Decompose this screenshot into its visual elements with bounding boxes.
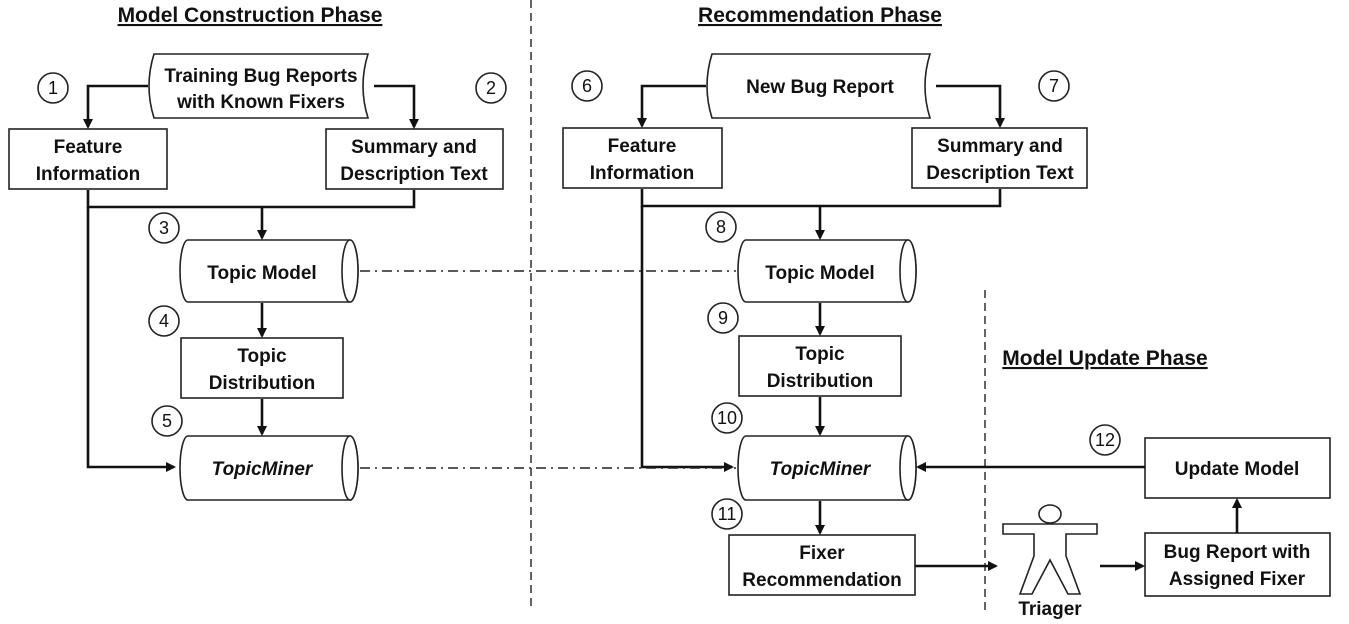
topic-distribution-label-1: Topic (237, 346, 287, 367)
fixer-recommendation-label-2: Recommendation (742, 570, 901, 591)
summary-description-node-left: Summary and Description Text (325, 128, 504, 190)
step-8-badge: 8 (705, 211, 737, 243)
feature-information-node-left: Feature Information (8, 128, 168, 190)
triager-icon: Triager (1002, 504, 1098, 620)
edge-newbug-to-feature (637, 84, 706, 128)
fixer-recommendation-label-1: Fixer (799, 543, 845, 564)
training-bug-reports-label-1: Training Bug Reports (164, 66, 357, 87)
step-3-badge: 3 (148, 212, 180, 244)
step-6-badge: 6 (571, 70, 603, 102)
edge-training-to-summary (374, 84, 419, 129)
summary-description-label-1: Summary and (351, 137, 477, 158)
feature-information-label-1: Feature (608, 136, 677, 157)
step-10-label: 10 (717, 408, 737, 428)
edge-feature-to-topicminer-left (86, 207, 176, 472)
step-5-label: 5 (162, 411, 172, 431)
step-2-badge: 2 (475, 72, 507, 104)
summary-description-node-right: Summary and Description Text (911, 127, 1088, 189)
construction-phase-title: Model Construction Phase (118, 4, 383, 27)
new-bug-report-label: New Bug Report (746, 77, 894, 98)
step-6-label: 6 (582, 76, 592, 96)
topic-model-label: Topic Model (207, 263, 316, 284)
summary-description-label-2: Description Text (926, 163, 1074, 184)
edge-newbug-to-summary (936, 84, 1005, 128)
topic-model-node-right: Topic Model (737, 239, 917, 303)
edge-merge-recommendation (640, 189, 1002, 208)
topic-model-label: Topic Model (765, 263, 874, 284)
topic-distribution-label-2: Distribution (767, 371, 874, 392)
fixer-recommendation-node: Fixer Recommendation (728, 534, 916, 596)
summary-description-label-1: Summary and (937, 136, 1063, 157)
topicminer-label: TopicMiner (212, 459, 314, 480)
step-3-label: 3 (159, 218, 169, 238)
triager-label: Triager (1018, 599, 1082, 620)
step-11-badge: 11 (711, 498, 743, 530)
summary-description-label-2: Description Text (340, 164, 488, 185)
topicminer-label: TopicMiner (770, 459, 872, 480)
step-9-badge: 9 (707, 302, 739, 334)
step-2-label: 2 (486, 78, 496, 98)
step-4-badge: 4 (148, 305, 180, 337)
step-4-label: 4 (159, 311, 169, 331)
recommendation-phase-title: Recommendation Phase (698, 4, 942, 27)
feature-information-label-2: Information (36, 164, 141, 185)
feature-information-node-right: Feature Information (562, 127, 723, 189)
topic-model-node-left: Topic Model (179, 239, 359, 303)
edge-training-to-feature (83, 84, 148, 129)
step-10-badge: 10 (711, 402, 743, 434)
topic-distribution-label-2: Distribution (209, 373, 316, 394)
bug-report-assigned-label-2: Assigned Fixer (1169, 569, 1306, 590)
step-8-label: 8 (716, 217, 726, 237)
edge-merge-construction (86, 190, 416, 209)
topicminer-node-right: TopicMiner (737, 435, 917, 501)
topic-distribution-node-left: Topic Distribution (180, 337, 344, 399)
step-1-label: 1 (48, 78, 58, 98)
new-bug-report-node: New Bug Report (706, 53, 932, 119)
step-1-badge: 1 (37, 72, 69, 104)
edge-feature-to-topicminer-right (640, 206, 734, 472)
topic-distribution-node-right: Topic Distribution (738, 335, 902, 397)
step-12-label: 12 (1095, 430, 1115, 450)
topicminer-node-left: TopicMiner (179, 435, 359, 501)
bug-report-assigned-node: Bug Report with Assigned Fixer (1144, 532, 1331, 597)
update-model-node: Update Model (1144, 437, 1331, 499)
feature-information-label-1: Feature (54, 137, 123, 158)
training-bug-reports-label-2: with Known Fixers (176, 92, 345, 113)
training-bug-reports-node: Training Bug Reports with Known Fixers (148, 53, 370, 119)
update-phase-title: Model Update Phase (1002, 347, 1207, 370)
bug-report-assigned-label-1: Bug Report with (1164, 542, 1311, 563)
step-12-badge: 12 (1089, 424, 1121, 456)
step-7-badge: 7 (1038, 70, 1070, 102)
step-9-label: 9 (718, 308, 728, 328)
topic-distribution-label-1: Topic (795, 344, 845, 365)
step-7-label: 7 (1049, 76, 1059, 96)
feature-information-label-2: Information (590, 163, 695, 184)
step-5-badge: 5 (151, 405, 183, 437)
update-model-label: Update Model (1175, 459, 1300, 480)
step-11-label: 11 (718, 504, 737, 524)
